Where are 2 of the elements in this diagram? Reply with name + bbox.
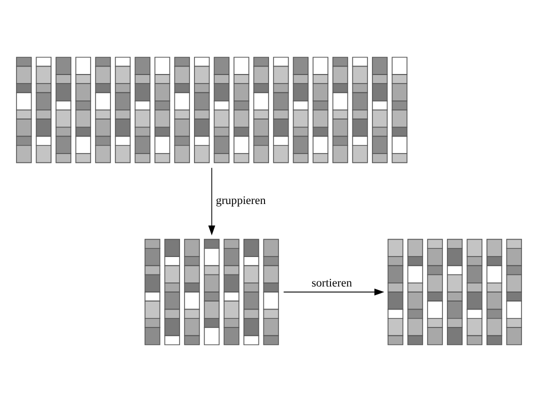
edge-label: gruppieren <box>216 195 266 208</box>
edge-label: sortieren <box>312 277 352 290</box>
